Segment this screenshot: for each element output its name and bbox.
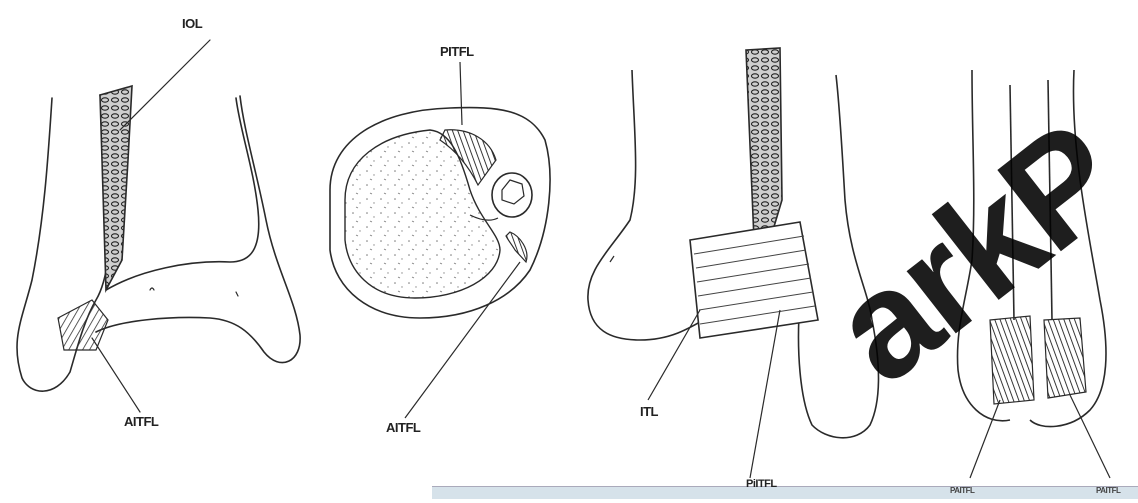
- iol-leader: [120, 40, 210, 130]
- label-right-2: PAITFL: [1096, 486, 1120, 495]
- label-aitfl-left: AITFL: [124, 414, 158, 429]
- label-itl: ITL: [640, 404, 658, 419]
- pitfl-leader: [460, 62, 462, 125]
- right-leader-1: [970, 400, 1000, 478]
- right-leader-2: [1070, 395, 1110, 478]
- interosseous-membrane: [100, 86, 132, 290]
- itl-leader: [648, 310, 700, 400]
- fibula-section: [492, 173, 532, 217]
- label-right-1: PAITFL: [950, 486, 974, 495]
- bone-mark: [150, 288, 238, 296]
- fibula-shaft: [746, 48, 782, 240]
- pitfl-bottom-leader: [750, 310, 780, 478]
- bone-mark-2: [610, 256, 614, 262]
- aitfl-ligament: [58, 300, 108, 350]
- aitfl-left-leader: [92, 338, 140, 412]
- figure-cross-section: [330, 62, 550, 418]
- bottom-caption-strip: [432, 486, 1138, 499]
- pitfl-deep-ligament: [1044, 318, 1086, 398]
- label-bottom-strip: PiITFL: [746, 478, 777, 490]
- figure-anterior-view: [17, 40, 300, 412]
- label-pitfl: PITFL: [440, 44, 474, 59]
- aitfl-band-cross: [506, 232, 527, 262]
- label-iol: IOL: [182, 16, 202, 31]
- label-aitfl-middle: AITFL: [386, 420, 420, 435]
